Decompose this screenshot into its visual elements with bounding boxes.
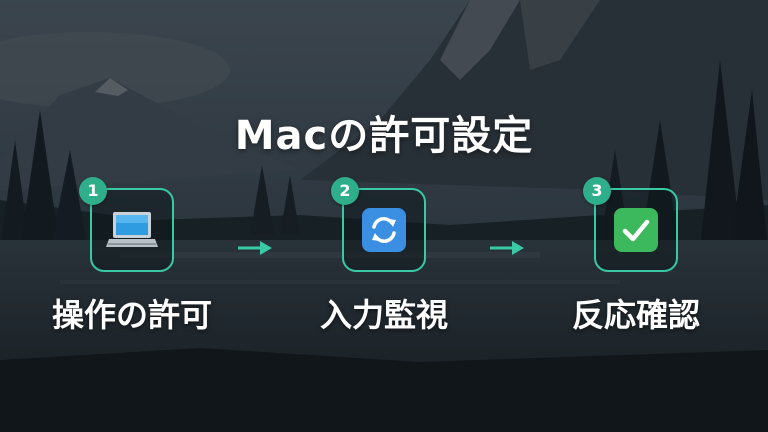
step-input-monitoring: 2 入力監視: [284, 177, 484, 336]
step-number-badge: 2: [331, 177, 359, 205]
step-label: 入力監視: [319, 296, 448, 334]
arrow-right-icon: [490, 241, 524, 255]
arrow-right-icon: [238, 241, 272, 255]
step-label: 操作の許可: [51, 296, 212, 334]
step-response-check: 3 反応確認: [536, 177, 736, 336]
step-icon-box: 3: [583, 177, 678, 272]
step-icon-box: 2: [331, 177, 426, 272]
step-operation-permission: 1 操作の許可: [32, 177, 232, 336]
laptop-icon: [106, 212, 158, 247]
page-title: Macの許可設定: [234, 113, 534, 159]
step-label: 反応確認: [571, 296, 700, 334]
check-icon: [614, 208, 658, 252]
step-number-badge: 1: [79, 177, 107, 205]
refresh-icon: [362, 208, 406, 252]
step-icon-box: 1: [79, 177, 174, 272]
step-number-badge: 3: [583, 177, 611, 205]
